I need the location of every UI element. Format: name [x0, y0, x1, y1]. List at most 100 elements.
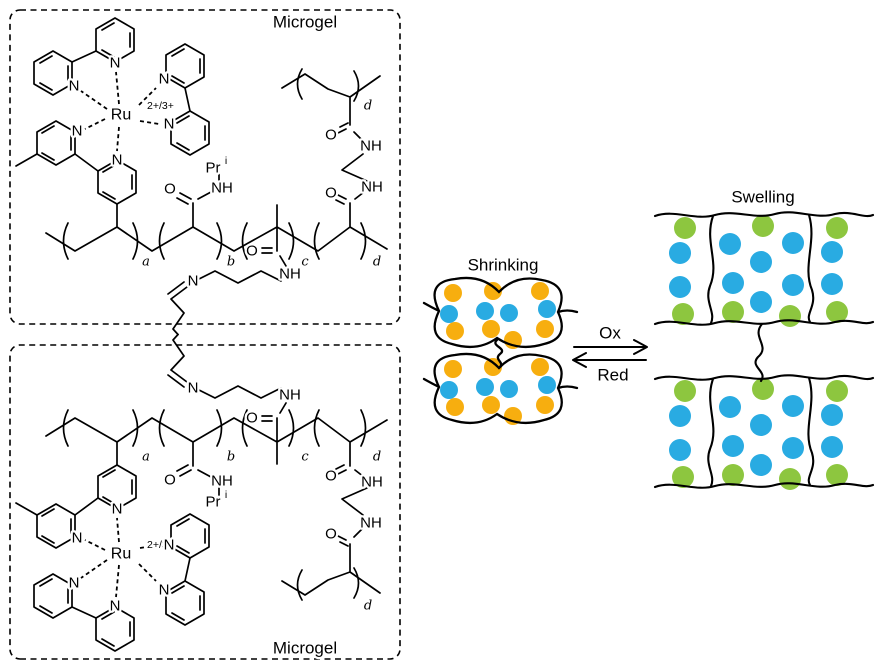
n-atom-label: N	[72, 530, 83, 547]
n-atom-label: N	[72, 123, 83, 140]
nh-group-label: NH	[279, 266, 301, 283]
water-dot	[500, 304, 518, 322]
n-atom-label: N	[164, 537, 175, 554]
o-atom-label: O	[246, 410, 258, 427]
swell-connector-squiggle	[754, 322, 764, 383]
o-atom-label: O	[164, 181, 176, 198]
ru-label: Ru	[111, 107, 131, 124]
water-dot	[750, 291, 772, 313]
water-dot	[750, 251, 772, 273]
shrunken-microgel-blob	[422, 276, 579, 349]
n-atom-label: N	[112, 152, 123, 169]
microgel-title-bottom: Microgel	[273, 639, 337, 658]
subscript-c: c	[301, 450, 309, 465]
polymer-dot	[826, 217, 848, 239]
microgel-bottom-labels: Microgel Ru 2+/3+ N N N N N N O O O O NH…	[66, 377, 385, 660]
microgel-structure-linework	[9, 9, 401, 336]
polymer-dot	[752, 215, 774, 237]
shrink-connector-squiggle	[494, 338, 504, 370]
mesh-strands	[653, 211, 875, 326]
polymer-dot	[674, 217, 696, 239]
water-dot	[669, 276, 691, 298]
n-atom-label: N	[112, 501, 123, 518]
o-atom-label: O	[164, 472, 176, 489]
nh-group-label: NH	[361, 474, 383, 491]
polymer-dot	[482, 320, 500, 338]
imine-n-label: N	[188, 273, 199, 290]
aromatic-double-bonds	[39, 22, 206, 200]
microgel-top-labels: Microgel Ru 2+/3+ N N N N N N O O O O NH…	[66, 10, 385, 292]
subscript-d: d	[364, 99, 372, 114]
subscript-d: d	[364, 599, 372, 614]
n-atom-label: N	[110, 598, 121, 615]
subscript-a: a	[142, 450, 150, 465]
o-atom-label: O	[325, 185, 337, 202]
red-label: Red	[597, 366, 628, 385]
polymer-dot	[672, 303, 694, 325]
n-atom-label: N	[69, 575, 80, 592]
water-dot	[719, 233, 741, 255]
water-dot	[782, 232, 804, 254]
subscript-b: b	[227, 450, 235, 465]
water-dot	[782, 274, 804, 296]
water-dot	[722, 272, 744, 294]
polymer-dot	[484, 282, 502, 300]
swell-dots-green	[672, 215, 848, 327]
water-dot	[476, 302, 494, 320]
red-arrow-left	[572, 352, 647, 368]
shrink-dots-blue	[440, 300, 556, 323]
n-atom-label: N	[110, 55, 121, 72]
n-atom-label: N	[69, 78, 80, 95]
subscript-a: a	[142, 255, 150, 270]
swollen-microgel-mesh-2	[653, 374, 875, 492]
n-atom-label: N	[159, 582, 170, 599]
polymer-dot	[779, 305, 801, 327]
polymer-dot	[536, 320, 554, 338]
polymer-dot	[446, 322, 464, 340]
n-atom-label: N	[164, 116, 175, 133]
nh-group-label: NH	[279, 387, 301, 404]
isopropyl-label: Pr	[206, 494, 221, 511]
imine-n-label: N	[188, 380, 199, 397]
nh-group-label: NH	[211, 473, 233, 490]
nh-group-label: NH	[211, 180, 233, 197]
repeat-unit-parentheses	[62, 68, 367, 260]
isopropyl-sup-label: i	[225, 155, 227, 167]
swell-dots-blue	[669, 232, 843, 313]
ox-arrow-right	[573, 339, 648, 355]
isopropyl-sup-label: i	[225, 489, 227, 501]
polymer-dot	[826, 301, 848, 323]
water-dot	[821, 273, 843, 295]
swollen-microgel-mesh	[653, 211, 875, 327]
equilibrium-arrows: Ox Red	[572, 321, 648, 387]
swelling-label: Swelling	[731, 188, 794, 207]
nh-group-label: NH	[361, 179, 383, 196]
o-atom-label: O	[246, 243, 258, 260]
polymer-dot	[444, 284, 462, 302]
water-dot	[538, 300, 556, 318]
ox-label: Ox	[599, 324, 621, 343]
polymer-dot	[531, 282, 549, 300]
ru-charge-label: 2+/3+	[147, 100, 174, 112]
ru-label: Ru	[111, 546, 131, 563]
water-dot	[440, 305, 458, 323]
microgel-title-top: Microgel	[273, 13, 337, 32]
o-atom-label: O	[325, 127, 337, 144]
n-atom-label: N	[159, 71, 170, 88]
subscript-c: c	[301, 255, 309, 270]
blob-outline	[422, 276, 579, 349]
shrinking-label: Shrinking	[468, 256, 539, 275]
subscript-b: b	[227, 255, 235, 270]
isopropyl-label: Pr	[206, 160, 221, 177]
subscript-d: d	[373, 450, 381, 465]
ru-charge-label: 2+/3+	[147, 539, 174, 551]
ru-coordination-bonds	[80, 71, 160, 152]
nh-group-label: NH	[360, 515, 382, 532]
subscript-d: d	[373, 255, 381, 270]
covalent-bonds	[15, 50, 388, 336]
polymer-dot	[722, 301, 744, 323]
o-atom-label: O	[325, 468, 337, 485]
shrink-dots-yellow	[444, 282, 554, 349]
